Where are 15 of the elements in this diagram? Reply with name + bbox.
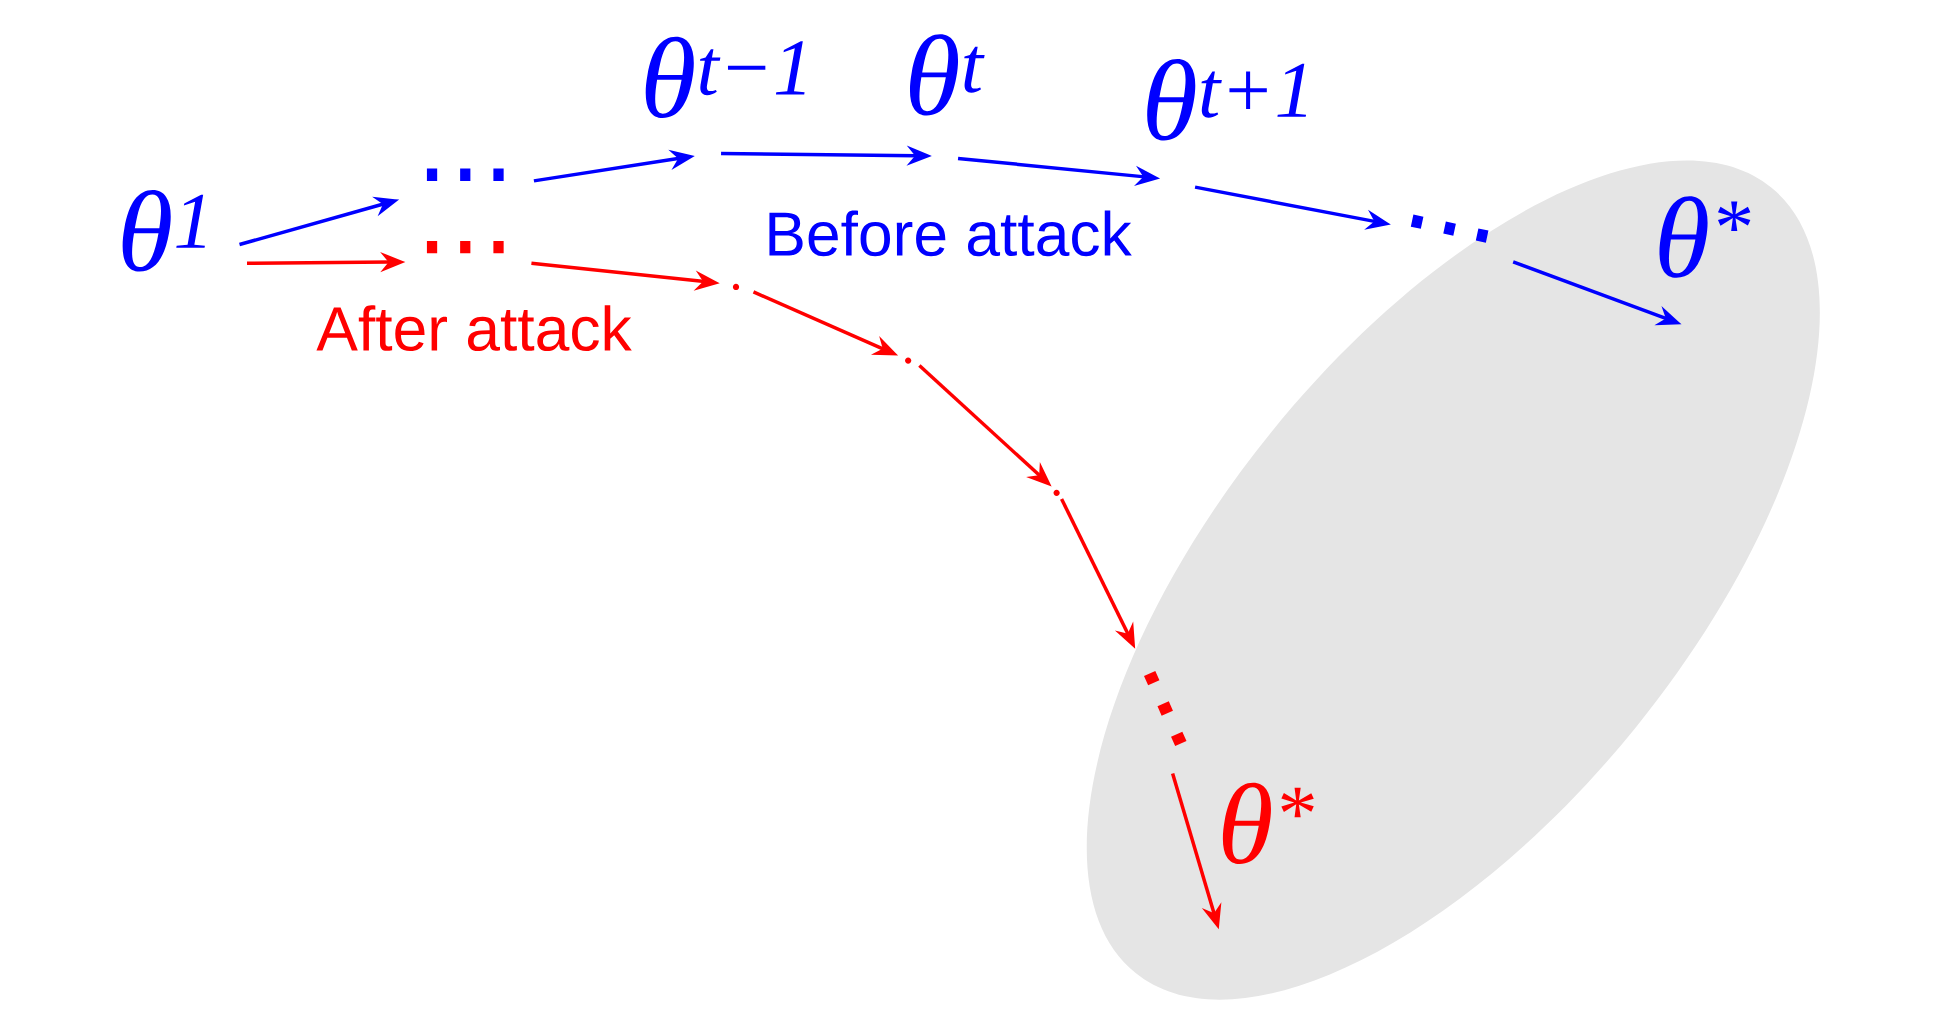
waypoint <box>905 357 912 364</box>
math-label: θ$^{1}$ <box>122 190 205 272</box>
dots: ⋯ <box>426 240 504 254</box>
caption-text: After attack <box>316 305 632 351</box>
math-label: θ$^{*}$ <box>1659 196 1751 278</box>
dots: ⋯ <box>426 168 504 181</box>
caption-text: Before attack <box>769 210 1132 257</box>
waypoint <box>732 283 740 290</box>
waypoint <box>1053 489 1060 496</box>
math-label: θ$^{*}$ <box>1222 782 1314 864</box>
math-label: θ$^{t−1}$ <box>645 36 805 118</box>
math-label: θ$^{t+1}$ <box>1147 59 1307 141</box>
math-label: θ$^{t}$ <box>909 34 985 116</box>
dots: ⋯ <box>1410 214 1489 243</box>
dots: ⋯ <box>1144 670 1187 746</box>
